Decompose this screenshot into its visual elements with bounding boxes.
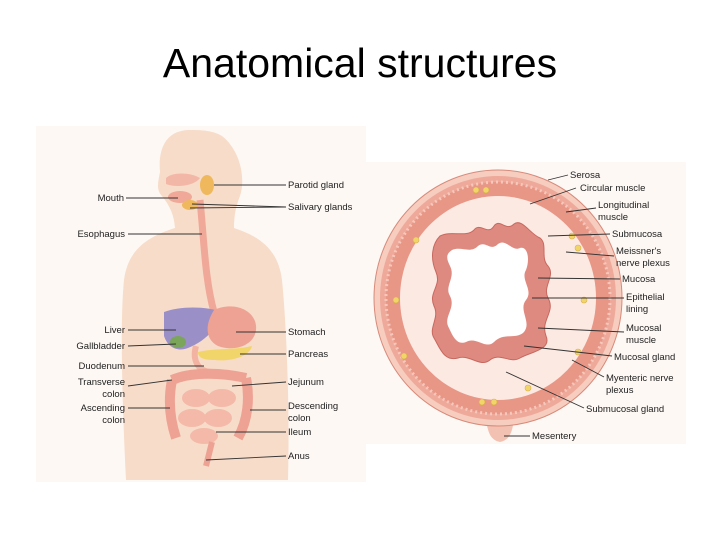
digestive-system-diagram: Parotid gland Mouth Salivary glands Esop…: [36, 126, 366, 482]
label-mouth: Mouth: [98, 193, 124, 204]
label-ileum: Ileum: [288, 427, 311, 438]
gallbladder-shape: [170, 336, 186, 348]
label-myenteric-plexus-2: plexus: [606, 385, 634, 396]
label-stomach: Stomach: [288, 327, 326, 338]
label-salivary-glands: Salivary glands: [288, 202, 353, 213]
label-transverse-colon-2: colon: [102, 389, 125, 400]
label-meissner-2: nerve plexus: [616, 258, 670, 269]
label-transverse-colon-1: Transverse: [78, 377, 125, 388]
label-descending-colon-2: colon: [288, 413, 311, 424]
label-duodenum: Duodenum: [79, 361, 126, 372]
label-circular-muscle: Circular muscle: [580, 183, 645, 194]
label-esophagus: Esophagus: [77, 229, 125, 240]
label-pancreas: Pancreas: [288, 349, 328, 360]
label-liver: Liver: [104, 325, 125, 336]
label-serosa: Serosa: [570, 170, 601, 181]
label-mucosal-gland: Mucosal gland: [614, 352, 675, 363]
label-anus: Anus: [288, 451, 310, 462]
label-submucosa: Submucosa: [612, 229, 663, 240]
parotid-gland-shape: [200, 175, 214, 195]
label-meissner-1: Meissner's: [616, 246, 661, 257]
intestinal-wall-cross-section: Serosa Circular muscle Longitudinal musc…: [366, 162, 686, 444]
label-gallbladder: Gallbladder: [76, 341, 125, 352]
label-epithelial-lining-1: Epithelial: [626, 292, 665, 303]
label-mesentery: Mesentery: [532, 431, 577, 442]
label-epithelial-lining-2: lining: [626, 304, 648, 315]
label-ascending-colon-2: colon: [102, 415, 125, 426]
label-jejunum: Jejunum: [288, 377, 324, 388]
salivary-gland-shape: [182, 200, 198, 210]
label-submucosal-gland: Submucosal gland: [586, 404, 664, 415]
lumen: [447, 242, 528, 344]
label-longitudinal-muscle-1: Longitudinal: [598, 200, 649, 211]
label-mucosa: Mucosa: [622, 274, 656, 285]
ascending-colon-shape: [170, 380, 176, 438]
label-parotid-gland: Parotid gland: [288, 180, 344, 191]
label-mucosal-muscle-2: muscle: [626, 335, 656, 346]
label-myenteric-plexus-1: Myenteric nerve: [606, 373, 674, 384]
label-ascending-colon-1: Ascending: [81, 403, 125, 414]
stomach-shape: [208, 306, 257, 348]
label-mucosal-muscle-1: Mucosal: [626, 323, 661, 334]
label-longitudinal-muscle-2: muscle: [598, 212, 628, 223]
label-descending-colon-1: Descending: [288, 401, 338, 412]
